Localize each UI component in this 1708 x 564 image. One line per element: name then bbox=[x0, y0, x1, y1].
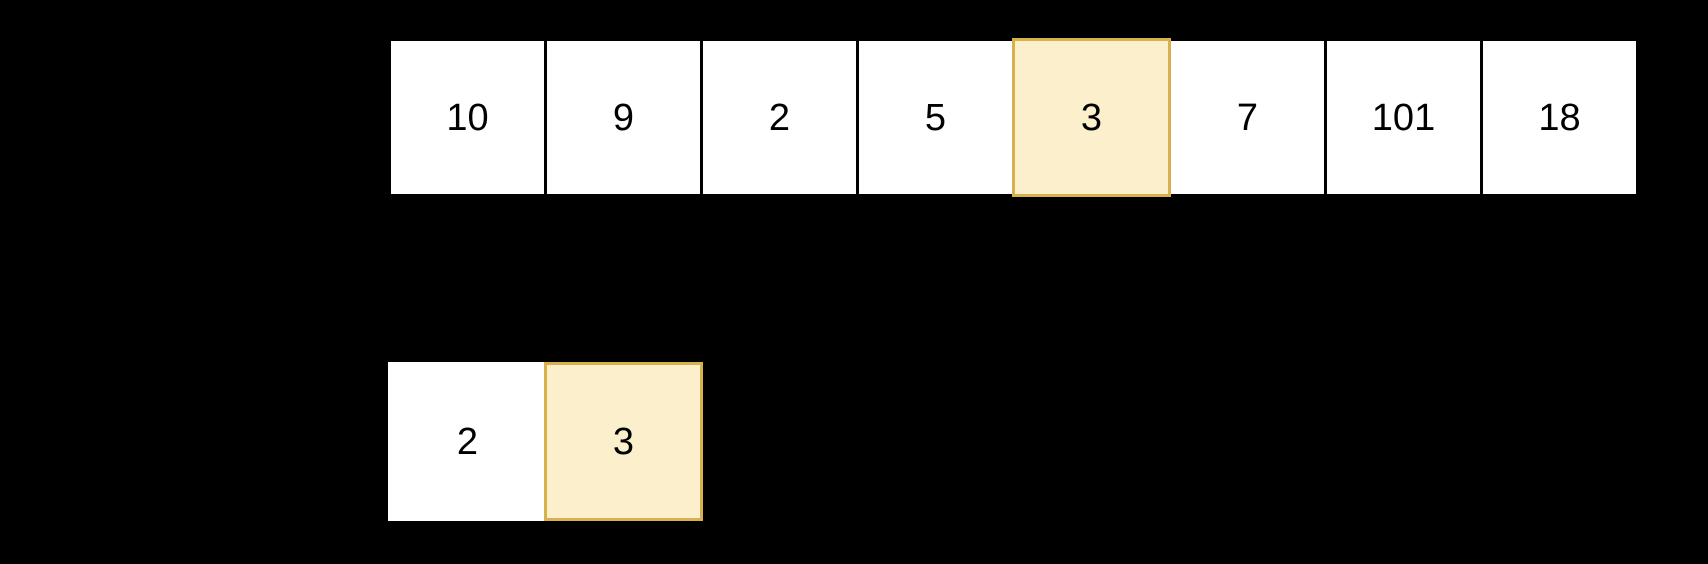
array-cell[interactable]: 10 bbox=[388, 38, 547, 197]
array-cell-value: 7 bbox=[1236, 96, 1259, 139]
array-cell-value: 9 bbox=[612, 96, 635, 139]
array-cell[interactable]: 9 bbox=[544, 38, 703, 197]
array-cell-value: 18 bbox=[1538, 96, 1581, 139]
array-cell[interactable]: 2 bbox=[700, 38, 859, 197]
array-cell[interactable]: 18 bbox=[1480, 38, 1639, 197]
array-cell-value: 101 bbox=[1371, 96, 1436, 139]
array-cell-value: 3 bbox=[1080, 96, 1103, 139]
auxiliary-array-row: 2 3 bbox=[388, 362, 703, 521]
array-cell-highlighted[interactable]: 3 bbox=[544, 362, 703, 521]
main-array-row: 10 9 2 5 3 7 101 18 bbox=[388, 38, 1639, 197]
array-cell[interactable]: 2 bbox=[388, 362, 547, 521]
array-cell[interactable]: 5 bbox=[856, 38, 1015, 197]
array-cell[interactable]: 101 bbox=[1324, 38, 1483, 197]
array-cell-value: 5 bbox=[924, 96, 947, 139]
array-cell-value: 10 bbox=[446, 96, 489, 139]
array-cell-value: 2 bbox=[768, 96, 791, 139]
array-cell-value: 3 bbox=[612, 420, 635, 463]
array-cell[interactable]: 7 bbox=[1168, 38, 1327, 197]
array-cell-value: 2 bbox=[456, 420, 479, 463]
array-cell-highlighted[interactable]: 3 bbox=[1012, 38, 1171, 197]
